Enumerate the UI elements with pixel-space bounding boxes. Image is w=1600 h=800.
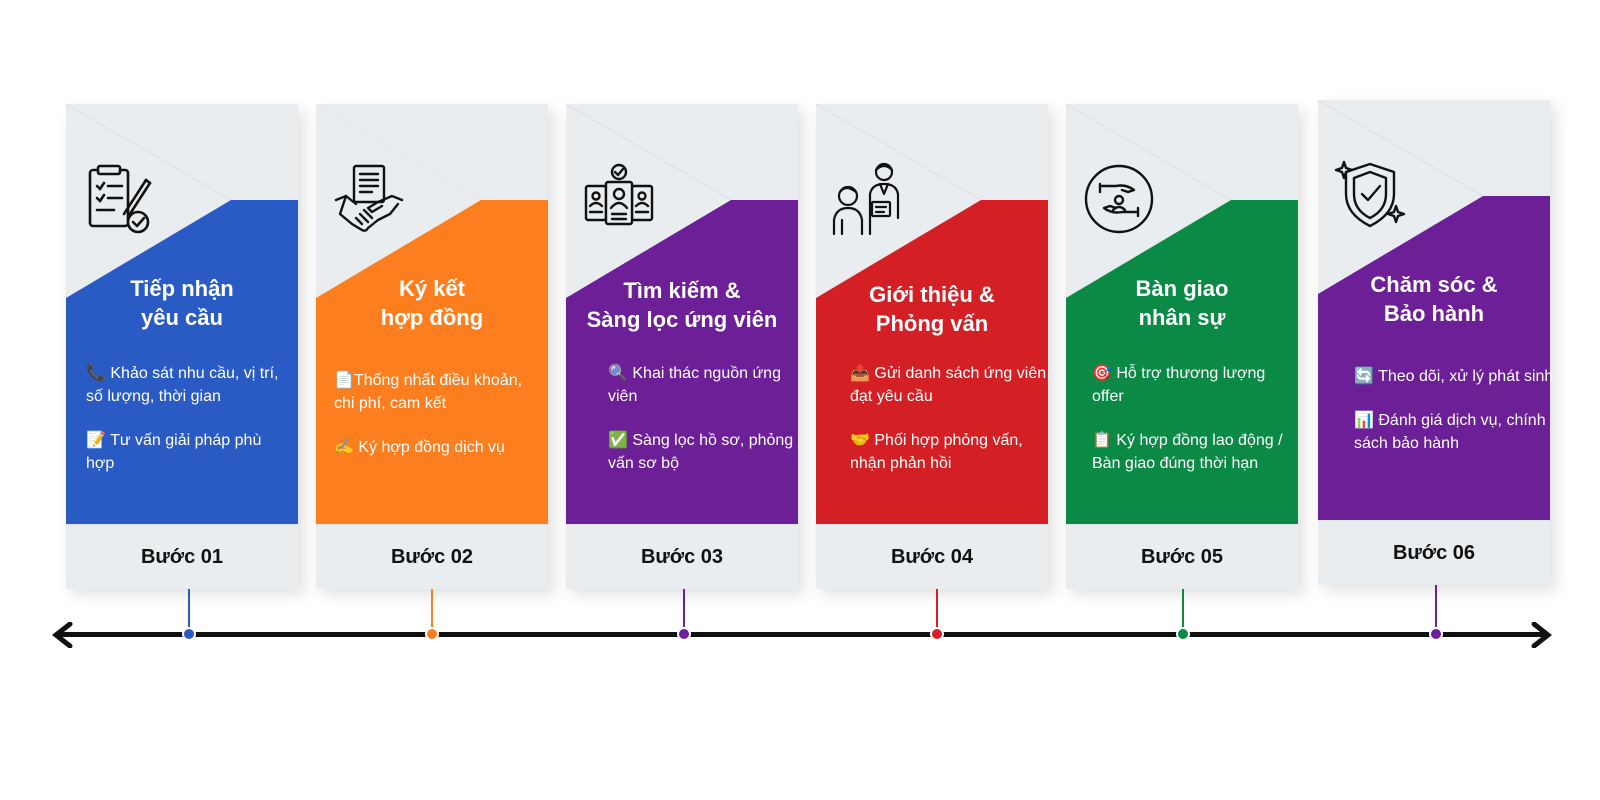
timeline-dot: [1429, 627, 1443, 641]
step-card-5: Bàn giao nhân sự 🎯 Hỗ trợ thương lượng of…: [1066, 104, 1298, 589]
step-connector-line: [683, 589, 685, 634]
step-card-3: Tìm kiếm & Sàng lọc ứng viên 🔍 Khai thác …: [566, 104, 798, 589]
axis-right-arrow-icon: [1531, 622, 1552, 648]
step-connector-line: [1435, 585, 1437, 634]
step-description-item: 📋 Ký hợp đồng lao động / Bàn giao đúng t…: [1092, 432, 1283, 472]
step-description-item: 📝 Tư vấn giải pháp phù hợp: [86, 432, 262, 472]
timeline-axis: [60, 632, 1546, 637]
timeline-dot: [182, 627, 196, 641]
step-title: Chăm sóc & Bảo hành: [1370, 272, 1498, 326]
timeline-dot: [425, 627, 439, 641]
step-description-item: ✅ Sàng lọc hồ sơ, phỏng vấn sơ bộ: [608, 432, 794, 472]
timeline-dot: [677, 627, 691, 641]
step-color-panel: [1318, 100, 1550, 525]
step-description: 📞 Khảo sát nhu cầu, vị trí, số lượng, th…: [86, 362, 286, 496]
step-label: Bước 01: [66, 524, 298, 589]
step-description-item: 🔍 Khai thác nguồn ứng viên: [608, 365, 781, 405]
step-description-item: 📊 Đánh giá dịch vụ, chính sách bảo hành: [1354, 412, 1546, 452]
step-title: Bàn giao nhân sự: [1135, 276, 1229, 330]
step-label: Bước 03: [566, 524, 798, 589]
step-description: 📄Thống nhất điều khoản, chi phí, cam kết…: [334, 369, 534, 480]
interview-icon: [832, 162, 906, 236]
step-card-1: Tiếp nhận yêu cầu 📞 Khảo sát nhu cầu, vị …: [66, 104, 298, 589]
step-connector-line: [431, 589, 433, 634]
hand-over-person-icon: [1082, 162, 1156, 236]
step-title: Ký kết hợp đồng: [380, 276, 484, 330]
timeline-dot: [930, 627, 944, 641]
step-label: Bước 05: [1066, 524, 1298, 589]
step-color-panel: [66, 104, 298, 529]
document-checklist-icon: [82, 162, 156, 236]
step-connector-line: [936, 589, 938, 634]
step-description-item: 🎯 Hỗ trợ thương lượng offer: [1092, 365, 1266, 405]
step-connector-line: [188, 589, 190, 634]
step-title: Giới thiệu & Phỏng vấn: [869, 282, 995, 336]
candidate-profiles-icon: [582, 162, 656, 236]
step-label: Bước 06: [1318, 520, 1550, 585]
step-title: Tìm kiếm & Sàng lọc ứng viên: [586, 278, 778, 332]
step-label: Bước 02: [316, 524, 548, 589]
step-description-item: 🔄 Theo dõi, xử lý phát sinh: [1354, 368, 1554, 385]
step-description-item: 📞 Khảo sát nhu cầu, vị trí, số lượng, th…: [86, 365, 279, 405]
step-card-4: Giới thiệu & Phỏng vấn 📤 Gửi danh sách ứn…: [816, 104, 1048, 589]
step-description: 🔍 Khai thác nguồn ứng viên ✅ Sàng lọc hồ …: [608, 362, 808, 496]
step-description-item: 📤 Gửi danh sách ứng viên đạt yêu cầu: [850, 365, 1047, 405]
step-title: Tiếp nhận yêu cầu: [130, 276, 234, 330]
step-description-item: 📄Thống nhất điều khoản, chi phí, cam kết: [334, 372, 523, 412]
step-card-2: Ký kết hợp đồng 📄Thống nhất điều khoản, c…: [316, 104, 548, 589]
shield-check-icon: [1334, 158, 1408, 232]
handshake-contract-icon: [332, 162, 406, 236]
step-description: 🔄 Theo dõi, xử lý phát sinh 📊 Đánh giá dị…: [1354, 365, 1554, 476]
step-description-item: 🤝 Phối hợp phỏng vấn, nhận phản hồi: [850, 432, 1023, 472]
step-description: 🎯 Hỗ trợ thương lượng offer 📋 Ký hợp đồng…: [1092, 362, 1292, 496]
step-description: 📤 Gửi danh sách ứng viên đạt yêu cầu 🤝 Ph…: [850, 362, 1050, 496]
timeline-dot: [1176, 627, 1190, 641]
step-description-item: ✍️ Ký hợp đồng dịch vụ: [334, 439, 505, 456]
step-card-6: Chăm sóc & Bảo hành 🔄 Theo dõi, xử lý phá…: [1318, 100, 1553, 585]
step-color-panel: [316, 104, 548, 529]
axis-left-arrow-icon: [52, 622, 73, 648]
step-label: Bước 04: [816, 524, 1048, 589]
step-connector-line: [1182, 589, 1184, 634]
